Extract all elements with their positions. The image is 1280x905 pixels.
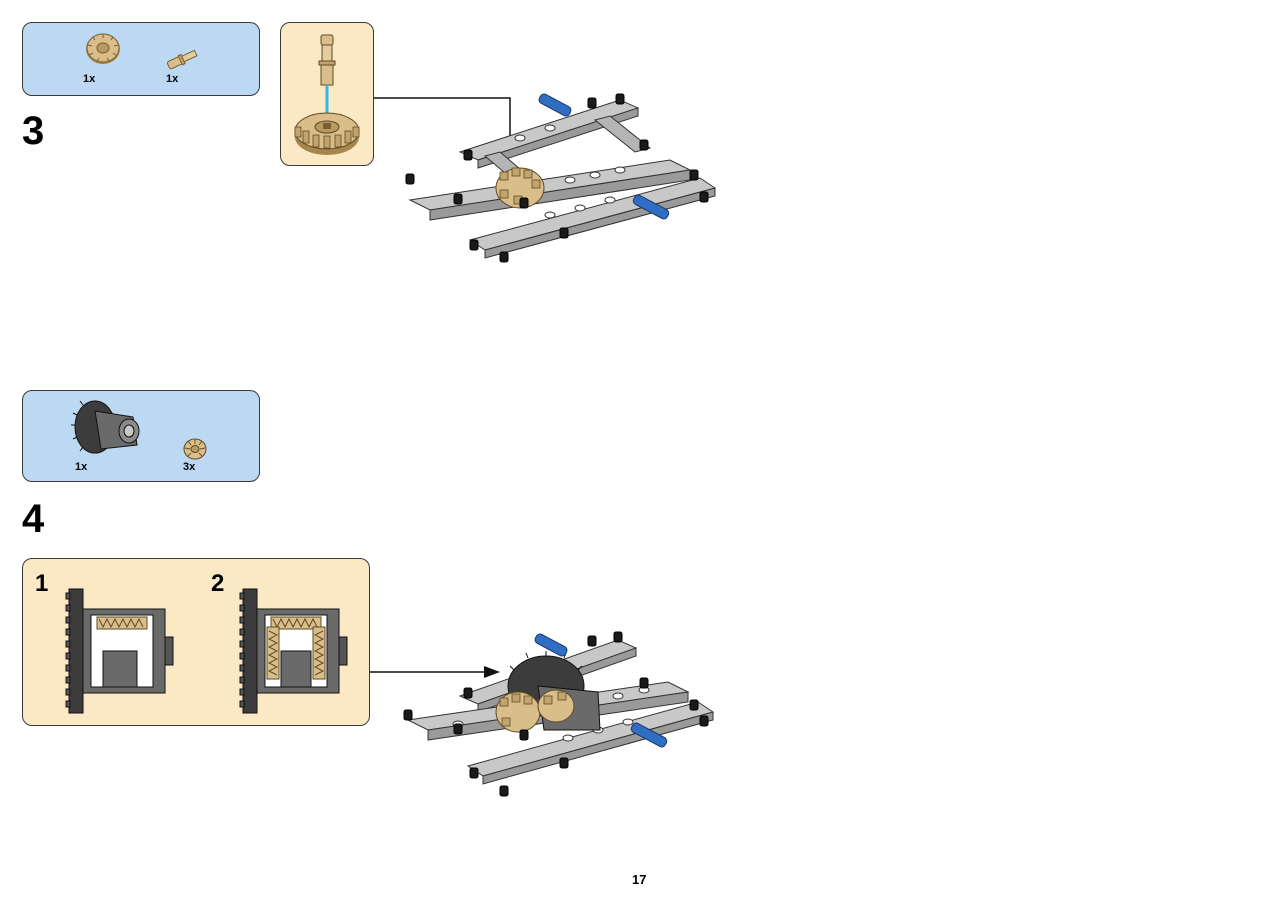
tan-axle-pin-icon xyxy=(166,49,198,70)
tan-gear-20-tooth-icon xyxy=(86,33,120,64)
page-number: 17 xyxy=(632,872,647,887)
step-number: 4 xyxy=(22,497,45,541)
part-quantity: 1x xyxy=(166,73,179,85)
differential-with-one-bevel-gear-icon xyxy=(65,588,174,714)
tan-bevel-gear-12-tooth-icon xyxy=(183,438,207,460)
dark-grey-differential-icon xyxy=(71,400,140,454)
step-3-parts-list: 1x 1x xyxy=(22,22,260,96)
step-4-subassembly-callout: 1 2 xyxy=(22,558,370,726)
step-3-callout xyxy=(280,22,374,166)
part-quantity: 1x xyxy=(75,461,88,473)
substep-number: 1 xyxy=(35,570,49,597)
part-quantity: 1x xyxy=(83,73,96,85)
part-quantity: 3x xyxy=(183,461,196,473)
step-number: 3 xyxy=(22,109,45,153)
step-4-frame-assembly xyxy=(370,631,715,797)
step-4-parts-list: 1x 3x xyxy=(22,390,260,482)
axle-pin-into-gear-icon xyxy=(294,34,360,155)
differential-with-three-bevel-gears-icon xyxy=(239,588,348,714)
step-3-frame-assembly xyxy=(374,93,717,263)
substep-number: 2 xyxy=(211,570,225,597)
